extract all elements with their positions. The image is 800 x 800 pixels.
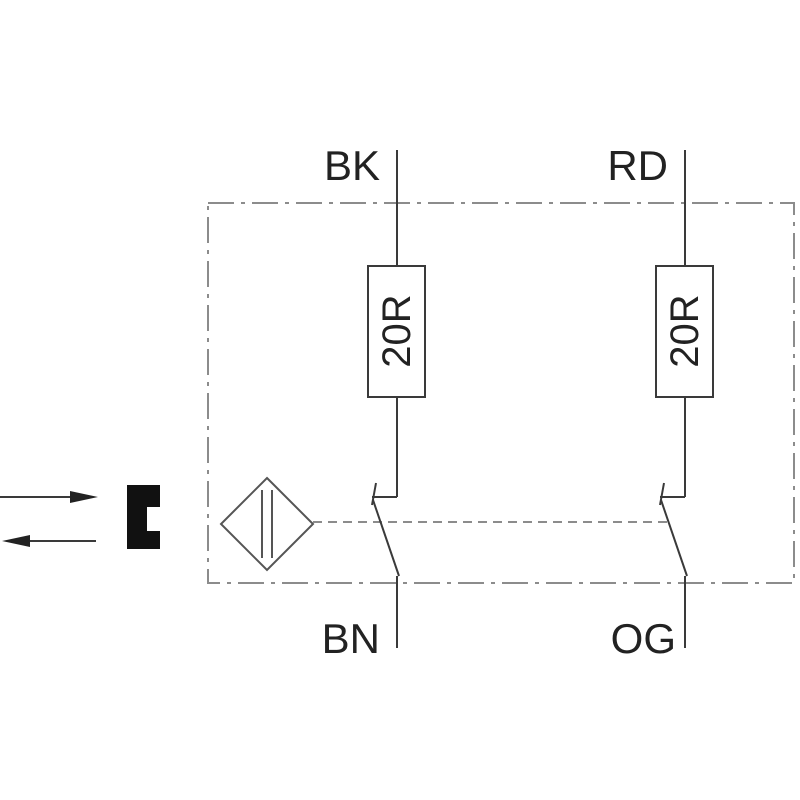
resistor-left: [367, 265, 426, 398]
terminal-og-label: OG: [611, 615, 676, 662]
contact-right-blade: [660, 499, 688, 577]
motion-arrows: [0, 491, 98, 547]
actuator-symbol: [127, 485, 160, 549]
resistor-left-label: 20R: [375, 294, 419, 367]
channel-right: 20R: [655, 150, 714, 648]
channel-left: 20R: [367, 150, 426, 648]
sensor-symbol: [219, 476, 315, 572]
sensor-diamond: [219, 476, 315, 572]
resistor-right-label: 20R: [663, 294, 707, 367]
contact-left-blade: [372, 499, 400, 577]
terminal-bn-label: BN: [322, 615, 380, 662]
housing-frame: [207, 202, 795, 584]
resistor-right: [655, 265, 714, 398]
terminal-rd-label: RD: [607, 142, 668, 189]
approach-arrowhead: [70, 491, 98, 503]
terminal-bk-label: BK: [324, 142, 380, 189]
retract-arrowhead: [2, 535, 30, 547]
